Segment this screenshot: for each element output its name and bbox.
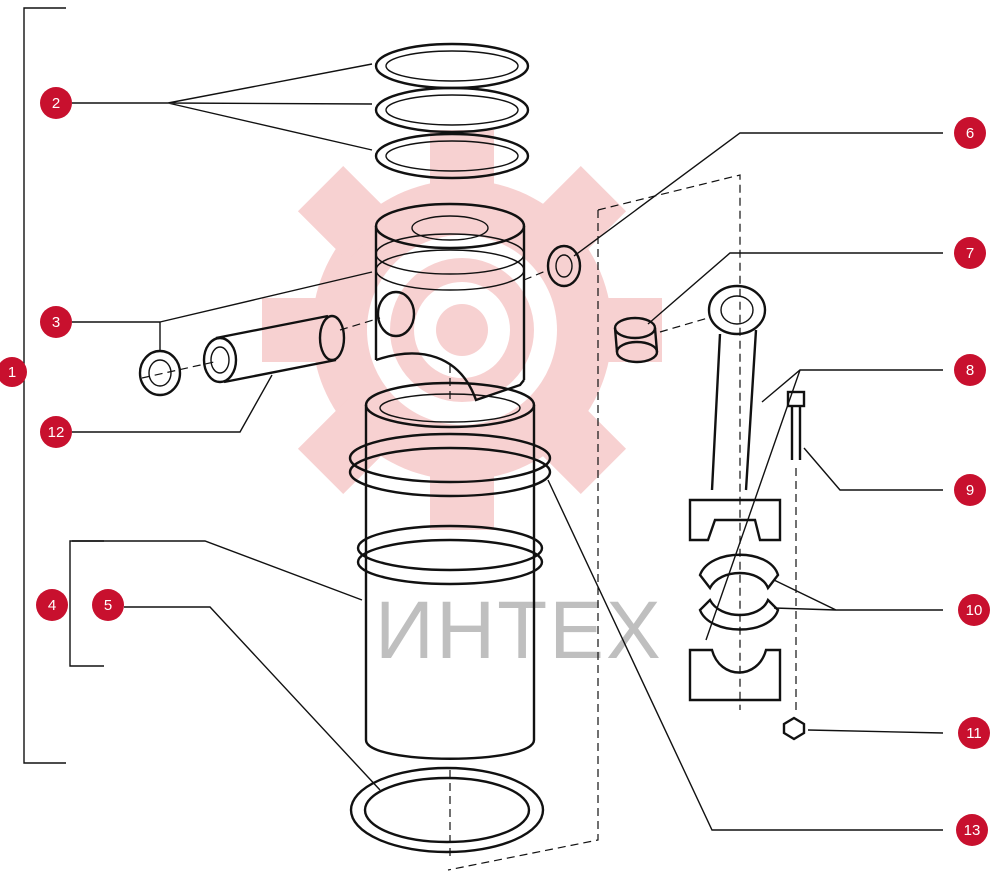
callout-12: 12: [40, 416, 72, 448]
callout-3: 3: [40, 306, 72, 338]
callout-5: 5: [92, 589, 124, 621]
svg-text:9: 9: [966, 482, 974, 499]
callout-1: 1: [0, 357, 27, 387]
callout-4: 4: [36, 589, 68, 621]
svg-text:13: 13: [964, 822, 981, 839]
rod-nut: [782, 716, 806, 741]
leader-lines: [72, 63, 944, 831]
svg-text:2: 2: [52, 95, 60, 112]
svg-text:10: 10: [966, 602, 983, 619]
connecting-rod: [688, 284, 782, 542]
rod-bolt: [786, 390, 806, 460]
piston: [374, 202, 526, 402]
cylinder-liner: [348, 381, 552, 760]
callout-10: 10: [958, 594, 990, 626]
piston-rings: [374, 42, 530, 180]
callout-11: 11: [958, 717, 990, 749]
callout-6: 6: [954, 117, 986, 149]
connecting-rod-cap: [688, 648, 782, 702]
assembly-bracket: [23, 7, 66, 764]
watermark-text: ИНТЕХ: [375, 585, 663, 676]
piston-pin: [202, 314, 346, 384]
svg-text:6: 6: [966, 125, 974, 142]
callout-2: 2: [40, 87, 72, 119]
callout-9: 9: [954, 474, 986, 506]
callout-13: 13: [956, 814, 988, 846]
circlip: [138, 349, 182, 397]
callout-8: 8: [954, 354, 986, 386]
liner-seal-ring: [349, 766, 545, 854]
callout-7: 7: [954, 237, 986, 269]
small-end-bushing: [613, 316, 659, 364]
svg-text:12: 12: [48, 424, 65, 441]
bearing-shells: [698, 553, 780, 631]
svg-text:5: 5: [104, 597, 112, 614]
svg-text:8: 8: [966, 362, 974, 379]
thrust-washer: [546, 244, 582, 288]
watermark-gear-icon: [262, 130, 662, 530]
svg-text:7: 7: [966, 245, 974, 262]
svg-text:1: 1: [8, 364, 16, 381]
svg-text:3: 3: [52, 314, 60, 331]
svg-text:11: 11: [966, 725, 982, 742]
svg-text:4: 4: [48, 597, 56, 614]
